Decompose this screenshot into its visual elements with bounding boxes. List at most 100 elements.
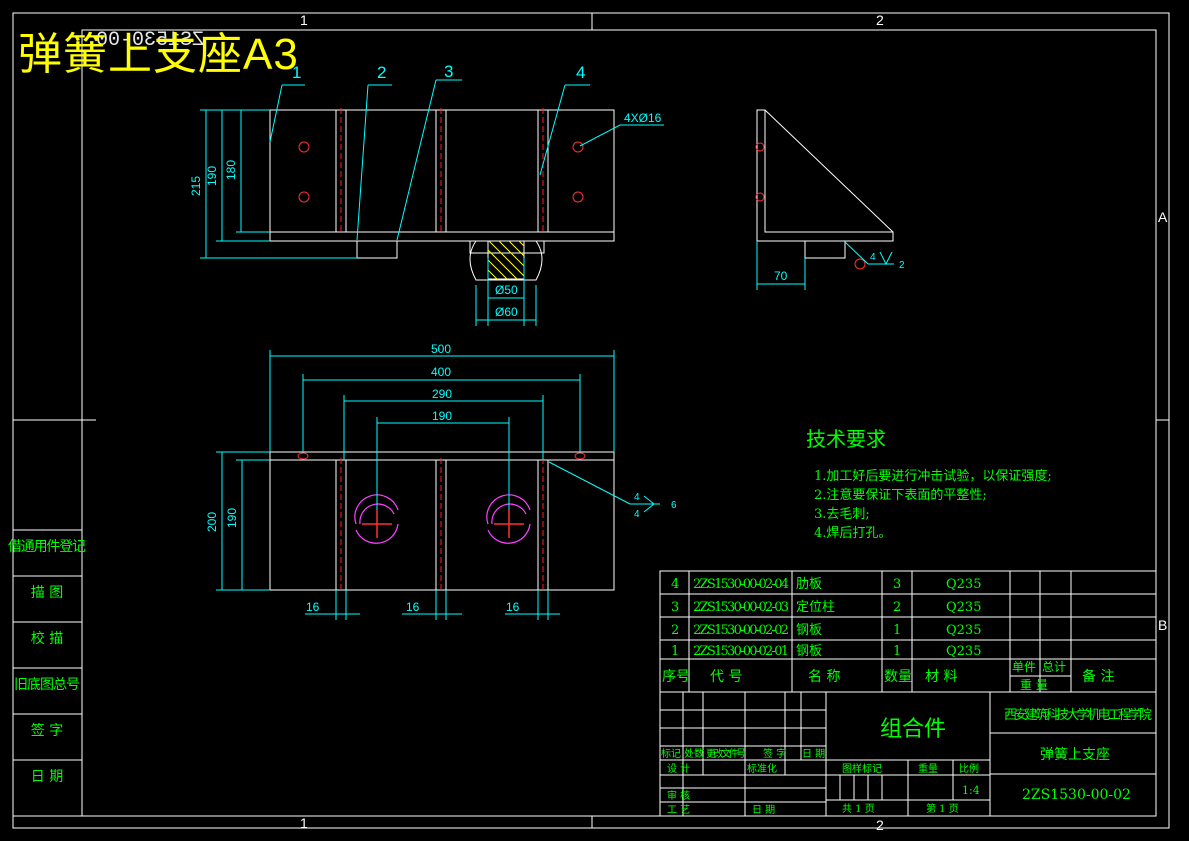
tech-item-3: 3.去毛刺;: [814, 507, 870, 522]
tech-requirements: 技术要求 1.加工好后要进行冲击试验，以保证强度; 2.注意要保证下表面的平整性…: [806, 427, 1052, 541]
zone-label-right-a: A: [1158, 209, 1168, 225]
front-view: 1 2 3 4 4XØ16 215 190 180 Ø50 Ø60: [189, 62, 664, 326]
date-label: 日 期: [752, 804, 775, 816]
dim-70: 70: [774, 269, 788, 283]
title-block: [659, 691, 1157, 817]
bom-row-3-qty: 2: [893, 600, 901, 615]
strip-label-6: 日 期: [31, 769, 63, 785]
side-weld-b: 2: [899, 260, 905, 271]
bom-row-1-code: 2ZS1530-00-02-01: [693, 644, 789, 659]
zone-label-top-1: 1: [300, 12, 308, 28]
dim-290: 290: [432, 387, 452, 401]
rev-mark: 标记: [661, 748, 681, 760]
bom-row-4-no: 4: [671, 577, 679, 592]
dim-d60: Ø60: [495, 305, 518, 319]
sheet-no: 第 1 页: [926, 802, 959, 815]
scale-label: 比例: [959, 762, 979, 775]
dim-16-b: 16: [406, 600, 420, 614]
strip-label-4: 旧底图总号: [14, 677, 80, 693]
weight-label: 重量: [918, 762, 938, 775]
side-weld-a: 4: [870, 252, 876, 263]
tech-title: 技术要求: [806, 427, 886, 451]
bom-row-1-qty: 1: [893, 644, 901, 659]
scale-value: 1:4: [962, 784, 980, 797]
rev-date: 日 期: [802, 748, 825, 760]
dim-215: 215: [189, 176, 203, 196]
zone-label-bottom-2: 2: [876, 817, 884, 833]
bom-header-no: 序号: [662, 669, 690, 685]
rev-doc: 更改文件号: [706, 747, 746, 760]
bom-row-1-material: Q235: [946, 644, 981, 659]
stage-label: 图样标记: [842, 762, 882, 775]
sheet-border: [12, 12, 1170, 829]
bom-row-4-material: Q235: [946, 577, 981, 592]
plan-view: 500 400 290 190 200 190 16 16 16 4 4 6: [205, 342, 677, 620]
locating-post: [469, 240, 543, 281]
strip-label-3: 校 描: [31, 630, 63, 647]
bom-row-2-name: 钢板: [796, 623, 822, 638]
sheets-total: 共 1 页: [842, 803, 875, 815]
bom-header-name: 名 称: [808, 669, 840, 685]
bom-row-3-material: Q235: [946, 600, 981, 615]
dim-d50: Ø50: [495, 283, 518, 297]
assembly-label: 组合件: [880, 717, 946, 742]
zone-label-right-b: B: [1158, 617, 1167, 633]
tech-item-4: 4.焊后打孔。: [814, 525, 891, 541]
school-name: 西安建筑科技大学机电工程学院: [1004, 707, 1152, 723]
dim-400: 400: [431, 365, 451, 379]
left-strip: [12, 529, 83, 817]
front-plate-outline: [269, 109, 615, 259]
side-view: 70 4 2: [755, 109, 905, 290]
hole-note: 4XØ16: [624, 111, 662, 125]
zone-label-top-2: 2: [876, 12, 884, 28]
bom-row-3-name: 定位柱: [796, 600, 835, 615]
dim-190-plan-height: 190: [225, 508, 239, 528]
standardization-label: 标准化: [747, 762, 777, 775]
bom-row-4-qty: 3: [893, 577, 901, 592]
zone-label-bottom-1: 1: [300, 815, 308, 831]
process-label: 工 艺: [667, 804, 690, 816]
bom-row-2-material: Q235: [946, 623, 981, 638]
bom-header-total: 总计: [1042, 660, 1066, 674]
rib-centerlines: [340, 108, 544, 234]
dim-500: 500: [431, 342, 451, 356]
front-dimensions: [200, 79, 664, 326]
drawing-title: 弹簧上支座A3: [18, 30, 299, 79]
title-block-text: 标记 处数 更改文件号 签 字 日 期 设 计 标准化 审 核 工 艺 日 期 …: [661, 707, 1152, 816]
strip-label-1: 借通用件登记: [8, 539, 86, 555]
rev-count: 处数: [684, 747, 704, 760]
strip-label-5: 签 字: [31, 722, 63, 739]
drawing-no: 2ZS1530-00-02: [1022, 787, 1131, 803]
rev-sign: 签 字: [763, 747, 786, 760]
balloon-4: 4: [576, 63, 585, 82]
bom-header-weight: 重 量: [1020, 678, 1048, 692]
bom-row-4-name: 肋板: [796, 577, 822, 592]
part-name: 弹簧上支座: [1040, 747, 1110, 763]
plan-weld-c: 6: [671, 500, 677, 511]
tech-item-2: 2.注意要保证下表面的平整性;: [814, 487, 987, 503]
balloon-3: 3: [444, 62, 453, 81]
bom-row-2-no: 2: [671, 623, 679, 638]
post-marks: [354, 494, 531, 544]
front-holes: [298, 141, 584, 203]
bom-row-3-code: 2ZS1530-00-02-03: [693, 600, 789, 615]
dim-180: 180: [224, 160, 238, 180]
tech-item-1: 1.加工好后要进行冲击试验，以保证强度;: [814, 468, 1052, 484]
bom-row-1-name: 钢板: [796, 644, 822, 659]
dim-190-plan: 190: [432, 409, 452, 423]
bom-header-unit: 单件: [1012, 660, 1036, 674]
balloon-1: 1: [292, 63, 301, 82]
dim-16-c: 16: [506, 600, 520, 614]
bom-rows: 4 2ZS1530-00-02-04 肋板 3 Q235 3 2ZS1530-0…: [662, 577, 1114, 692]
dim-200: 200: [205, 512, 219, 532]
bom-header-material: 材 料: [925, 669, 957, 685]
bom-row-2-qty: 1: [893, 623, 901, 638]
plan-weld-a: 4: [634, 492, 640, 503]
designer-label: 设 计: [667, 762, 690, 775]
bom-row-4-code: 2ZS1530-00-02-04: [693, 577, 789, 592]
bom-row-3-no: 3: [671, 600, 679, 615]
plan-weld-b: 4: [634, 509, 640, 520]
dim-190-front: 190: [205, 166, 219, 186]
bom-row-2-code: 2ZS1530-00-02-02: [693, 623, 789, 638]
